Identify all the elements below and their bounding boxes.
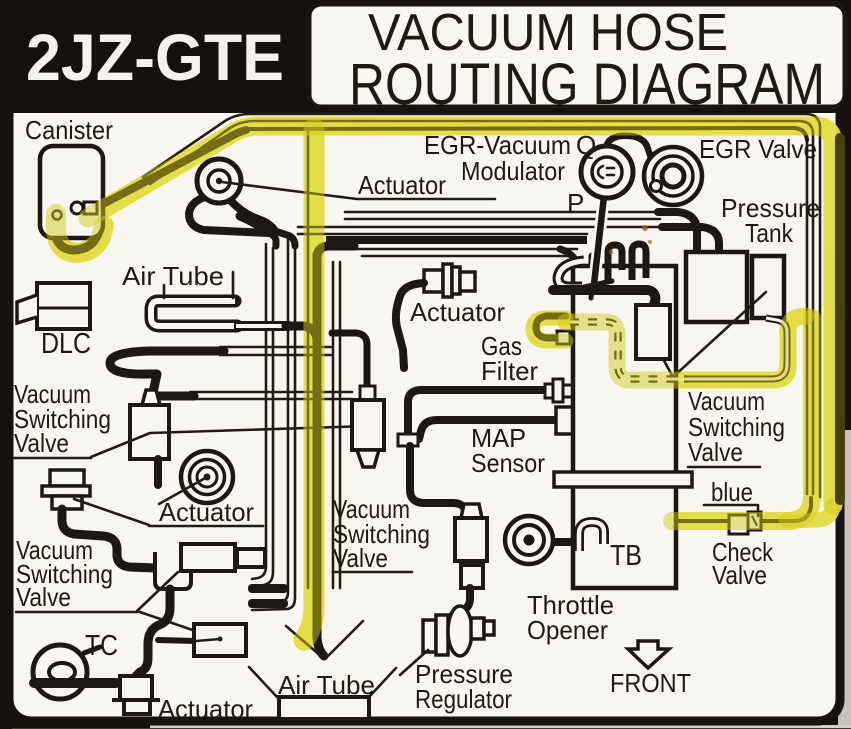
svg-text:Valve: Valve (14, 428, 69, 458)
svg-text:Actuator: Actuator (159, 497, 254, 527)
svg-text:Switching: Switching (14, 404, 111, 434)
svg-text:Vacuum: Vacuum (14, 379, 91, 409)
svg-text:TB: TB (610, 540, 642, 572)
svg-text:Vacuum: Vacuum (688, 386, 765, 416)
svg-text:Regulator: Regulator (415, 684, 512, 714)
svg-text:blue: blue (711, 477, 753, 507)
svg-text:Valve: Valve (688, 437, 743, 467)
svg-text:Sensor: Sensor (471, 448, 545, 478)
svg-text:FRONT: FRONT (610, 668, 691, 698)
svg-text:Q: Q (576, 130, 596, 160)
svg-text:Modulator: Modulator (461, 156, 565, 186)
svg-text:Gas: Gas (481, 331, 522, 361)
svg-text:MAP: MAP (471, 423, 526, 453)
svg-text:Valve: Valve (333, 543, 388, 573)
svg-text:Opener: Opener (527, 615, 608, 645)
svg-text:VACUUM HOSE: VACUUM HOSE (368, 4, 728, 62)
svg-text:P: P (567, 188, 584, 218)
svg-text:Actuator: Actuator (158, 694, 253, 724)
svg-text:Vacuum: Vacuum (16, 535, 93, 565)
svg-text:Air Tube: Air Tube (122, 261, 224, 291)
svg-text:Vacuum: Vacuum (333, 494, 410, 524)
svg-text:Pressure: Pressure (415, 659, 513, 689)
svg-text:Switching: Switching (688, 412, 785, 442)
svg-text:2JZ-GTE: 2JZ-GTE (26, 20, 284, 94)
svg-text:TC: TC (85, 630, 118, 662)
svg-text:EGR-Vacuum: EGR-Vacuum (424, 130, 571, 160)
svg-text:Tank: Tank (745, 218, 794, 248)
svg-text:EGR Valve: EGR Valve (699, 134, 817, 164)
svg-text:Actuator: Actuator (410, 297, 505, 327)
svg-text:Valve: Valve (16, 582, 71, 612)
svg-text:DLC: DLC (41, 328, 91, 360)
svg-text:Pressure: Pressure (721, 193, 820, 223)
svg-text:Switching: Switching (16, 559, 113, 589)
svg-text:Filter: Filter (481, 356, 538, 386)
svg-text:Throttle: Throttle (527, 590, 614, 620)
svg-text:Actuator: Actuator (358, 170, 446, 200)
svg-text:Air Tube: Air Tube (278, 670, 375, 700)
svg-text:Canister: Canister (25, 115, 113, 145)
svg-text:Valve: Valve (712, 560, 767, 590)
svg-text:ROUTING DIAGRAM: ROUTING DIAGRAM (349, 52, 825, 117)
svg-text:Switching: Switching (333, 519, 430, 549)
svg-text:Check: Check (712, 537, 774, 567)
